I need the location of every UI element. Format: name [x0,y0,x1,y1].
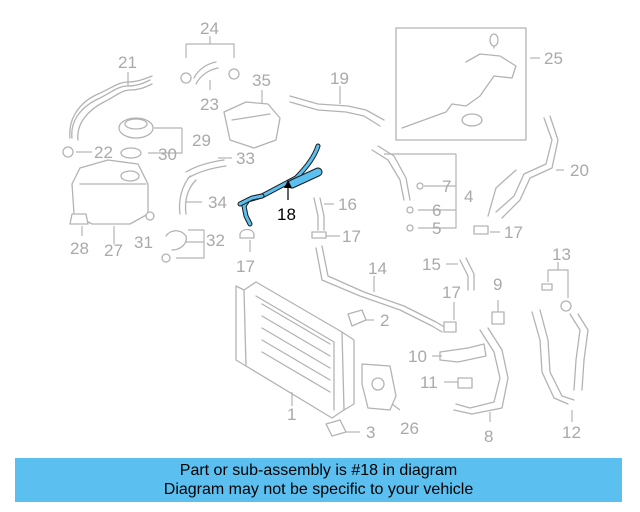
part-34-hose [178,175,191,215]
part-16-hose [313,197,319,231]
label-13: 13 [552,245,571,264]
label-24: 24 [200,19,219,38]
label-17-c: 17 [236,257,255,276]
part-15-hose [459,259,469,291]
label-18-highlighted: 18 [277,205,296,224]
label-11: 11 [420,373,438,392]
part-17-clamp-right [473,225,489,235]
part-19-pipe [289,95,385,121]
label-22: 22 [94,143,113,162]
label-25: 25 [544,49,563,68]
label-26: 26 [400,419,419,438]
label-4: 4 [464,187,473,206]
label-23: 23 [200,95,219,114]
label-9: 9 [493,275,502,294]
part-30-ring [120,147,142,159]
label-19: 19 [330,69,349,88]
banner-line-1: Part or sub-assembly is #18 in diagram [179,462,458,479]
label-30: 30 [158,145,177,164]
part-drawings [62,27,589,437]
parts-diagram: 24 21 35 19 25 23 22 30 29 33 7 4 20 34 … [62,19,589,446]
label-35: 35 [252,71,271,90]
label-17-d: 17 [442,283,461,302]
label-5: 5 [432,219,441,238]
label-10: 10 [408,347,427,366]
part-25-kit-box [395,27,527,141]
label-8: 8 [484,427,493,446]
part-24-clamp-right [228,68,240,80]
part-20-pipe [495,117,553,213]
part-12-hose [531,311,569,405]
label-6: 6 [432,201,441,220]
part-21-hose [71,79,151,139]
leader-lines [76,36,573,433]
label-1: 1 [287,405,296,424]
part-22-plug [62,146,74,158]
part-18-hose-highlight [237,143,323,227]
label-34: 34 [208,193,227,212]
part-13-hose [569,313,581,391]
part-9-fitting [491,311,505,325]
banner-line-2: Diagram may not be specific to your vehi… [163,481,474,498]
label-7: 7 [442,177,451,196]
part-24-clamp-left [180,72,192,84]
part-11-fitting [457,377,473,389]
label-17-a: 17 [342,227,361,246]
label-33: 33 [236,149,255,168]
part-14-pipe [315,247,443,333]
part-28-cap [69,213,89,225]
info-banner: Part or sub-assembly is #18 in diagram D… [15,458,622,502]
label-20: 20 [570,161,589,180]
label-21: 21 [118,53,137,72]
part-33-hose [185,159,225,173]
label-2: 2 [380,311,389,330]
label-28: 28 [70,239,89,258]
part-23-hose [195,67,219,85]
part-26-plate [361,363,397,411]
label-31: 31 [134,233,153,252]
label-14: 14 [368,259,387,278]
label-16: 16 [338,195,357,214]
part-17-clamp-left [239,228,255,239]
part-17-clamp-center [311,231,327,239]
part-1-radiator [243,281,345,419]
part-8-hose [455,329,501,409]
part-4-pipe [371,149,405,201]
label-3: 3 [366,423,375,442]
part-2-bracket [347,309,367,327]
part-labels: 24 21 35 19 25 23 22 30 29 33 7 4 20 34 … [70,19,589,446]
part-10-fitting [439,343,487,363]
label-27: 27 [104,241,123,260]
part-3-bracket [325,419,347,437]
part-35-reservoir [223,101,281,149]
label-17-b: 17 [504,223,523,242]
label-12: 12 [562,423,581,442]
label-15: 15 [422,255,441,274]
label-32: 32 [206,231,225,250]
label-29: 29 [192,131,211,150]
part-17-clamp-lower [443,321,457,333]
part-31-hose [165,230,187,251]
part-29-cap [118,117,154,139]
